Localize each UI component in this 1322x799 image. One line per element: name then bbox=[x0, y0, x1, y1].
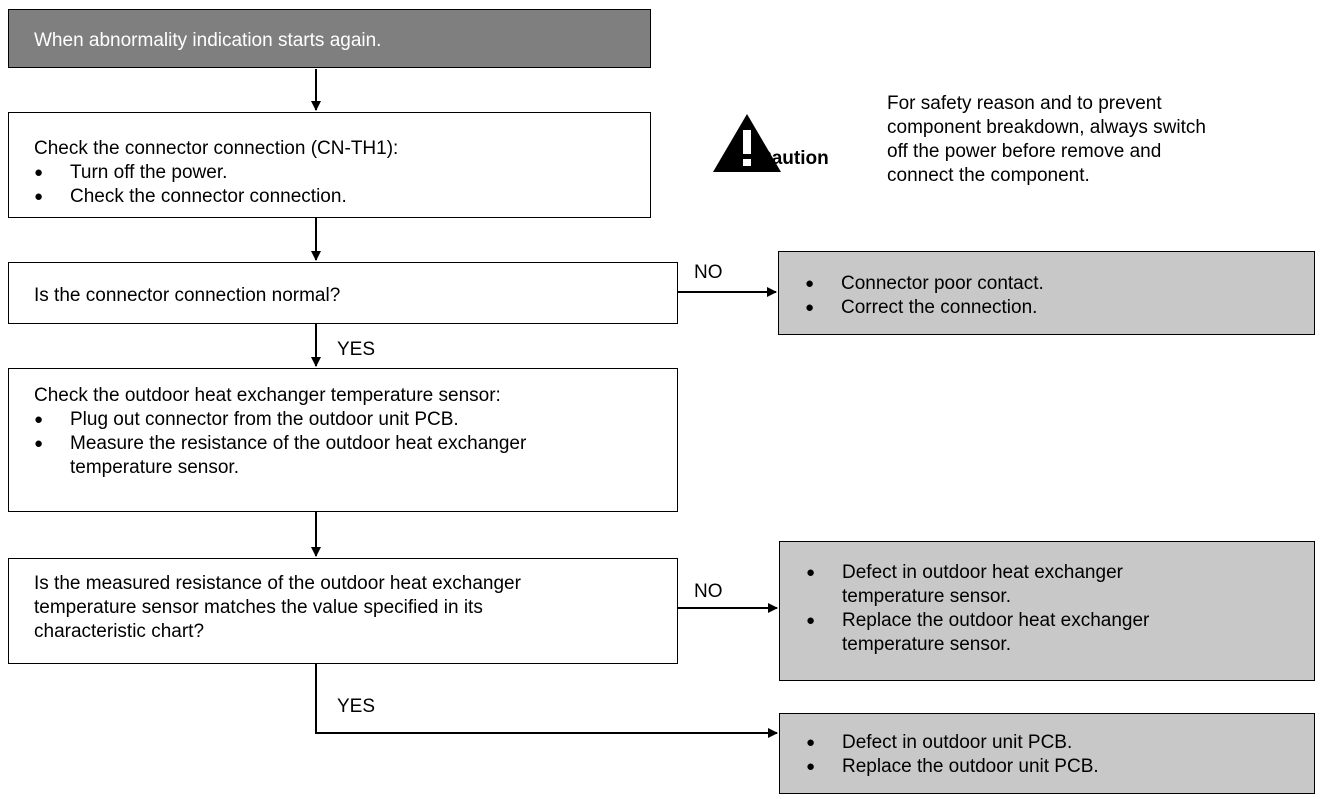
no-label-2: NO bbox=[694, 581, 723, 602]
list-item-continuation: temperature sensor. bbox=[842, 634, 1011, 655]
list-item-continuation: temperature sensor. bbox=[842, 586, 1011, 607]
check-connector-steps: Turn off the power. Check the connector … bbox=[34, 161, 650, 209]
result-pcb-defect-box: Defect in outdoor unit PCB. Replace the … bbox=[779, 713, 1315, 794]
result-sensor-defect-box: Defect in outdoor heat exchanger tempera… bbox=[779, 541, 1315, 681]
check-sensor-steps: Plug out connector from the outdoor unit… bbox=[34, 408, 677, 480]
result-poor-contact-box: Connector poor contact. Correct the conn… bbox=[778, 251, 1315, 335]
arrow-yes-to-pcb-defect bbox=[315, 664, 778, 738]
caution-line: For safety reason and to prevent bbox=[887, 93, 1162, 114]
question-resistance-line: characteristic chart? bbox=[34, 621, 205, 642]
caution-label: Caution bbox=[758, 148, 829, 169]
question-resistance-line: temperature sensor matches the value spe… bbox=[34, 597, 483, 618]
list-item: Plug out connector from the outdoor unit… bbox=[34, 408, 677, 432]
poor-contact-list: Connector poor contact. Correct the conn… bbox=[805, 272, 1314, 320]
caution-message: For safety reason and to prevent compone… bbox=[887, 92, 1206, 188]
list-item: Defect in outdoor unit PCB. bbox=[806, 731, 1314, 755]
check-sensor-box: Check the outdoor heat exchanger tempera… bbox=[8, 368, 678, 512]
list-item: Replace the outdoor heat exchanger bbox=[806, 609, 1314, 633]
yes-label-2: YES bbox=[337, 696, 376, 717]
question-resistance-line: Is the measured resistance of the outdoo… bbox=[34, 573, 521, 594]
list-item: Replace the outdoor unit PCB. bbox=[806, 755, 1314, 779]
list-item: Turn off the power. bbox=[34, 161, 650, 185]
caution-line: off the power before remove and bbox=[887, 141, 1162, 162]
list-item: Measure the resistance of the outdoor he… bbox=[34, 432, 677, 456]
check-connector-box: Check the connector connection (CN-TH1):… bbox=[8, 112, 651, 218]
question-resistance-box: Is the measured resistance of the outdoo… bbox=[8, 558, 678, 664]
list-item: Defect in outdoor heat exchanger bbox=[806, 561, 1314, 585]
question-connector-box: Is the connector connection normal? bbox=[8, 262, 678, 324]
pcb-defect-list: Defect in outdoor unit PCB. Replace the … bbox=[806, 731, 1314, 779]
sensor-defect-list: Defect in outdoor heat exchanger tempera… bbox=[806, 561, 1314, 657]
caution-line: connect the component. bbox=[887, 165, 1090, 186]
start-text: When abnormality indication starts again… bbox=[34, 30, 382, 51]
check-connector-title: Check the connector connection (CN-TH1): bbox=[34, 138, 399, 159]
check-sensor-title: Check the outdoor heat exchanger tempera… bbox=[34, 385, 501, 406]
list-item: Correct the connection. bbox=[805, 296, 1314, 320]
caution-line: component breakdown, always switch bbox=[887, 117, 1206, 138]
question-connector-text: Is the connector connection normal? bbox=[34, 285, 341, 306]
list-item-continuation: temperature sensor. bbox=[70, 457, 239, 478]
no-label-1: NO bbox=[694, 262, 723, 283]
list-item: Connector poor contact. bbox=[805, 272, 1314, 296]
start-box: When abnormality indication starts again… bbox=[8, 9, 651, 68]
yes-label-1: YES bbox=[337, 339, 376, 360]
warning-triangle-icon bbox=[713, 114, 781, 172]
list-item: Check the connector connection. bbox=[34, 185, 650, 209]
